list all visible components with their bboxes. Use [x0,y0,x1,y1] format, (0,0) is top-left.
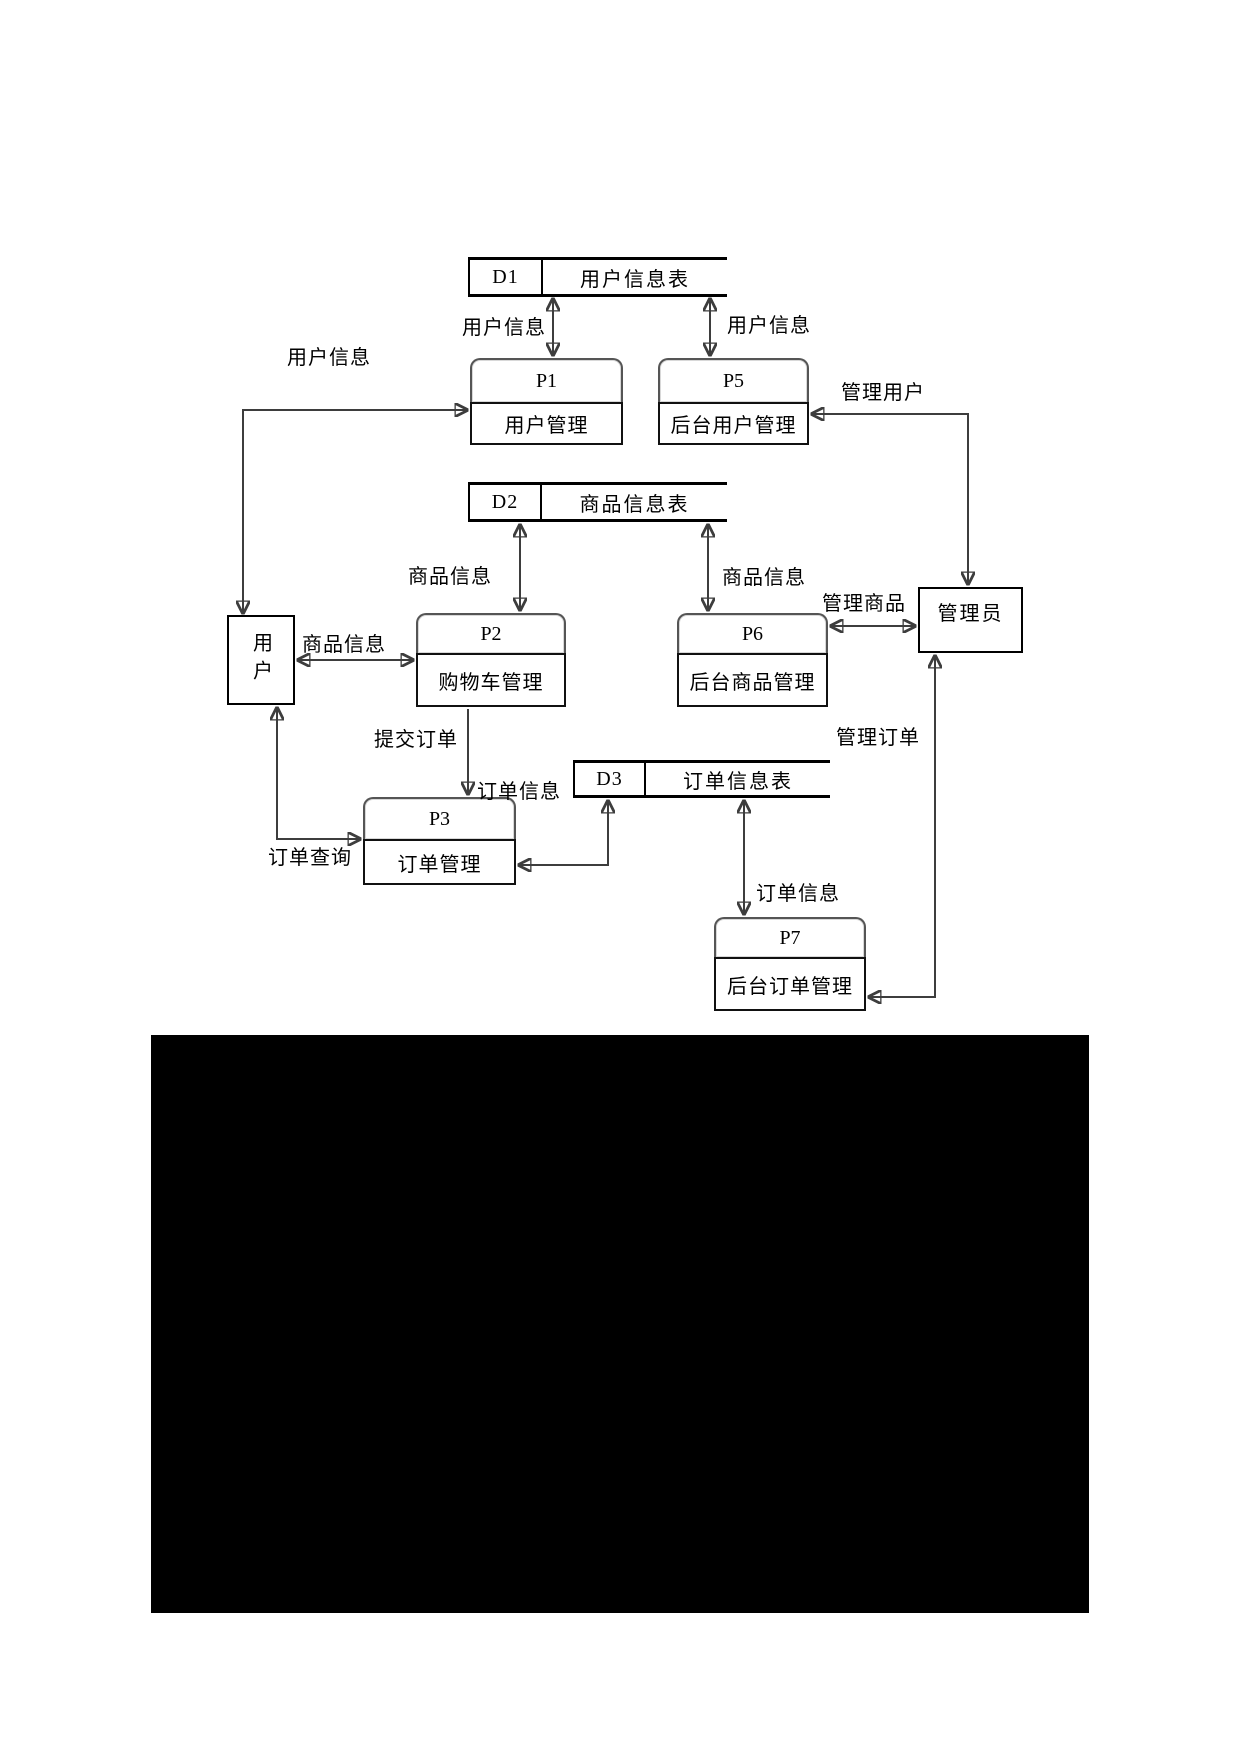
flow-label-order-info-p3-d3: 订单信息 [477,781,561,803]
process-p3-id: P3 [363,797,516,839]
flow-p3-d3 [519,801,608,865]
datastore-d2-label: 商品信息表 [579,493,690,516]
flow-admin-p7 [869,656,935,997]
entity-admin: 管理员 [918,587,1023,653]
datastore-d1: D1 用户信息表 [468,257,727,297]
process-p6-id: P6 [677,613,828,653]
datastore-d1-id: D1 [468,260,543,294]
datastore-d1-label: 用户信息表 [580,268,690,291]
process-p5: P5 后台用户管理 [658,358,809,445]
process-p7-label: 后台订单管理 [714,957,866,1011]
flow-label-product-info-d2-p6: 商品信息 [722,567,806,589]
flow-label-user-info-user-p1: 用户信息 [287,347,371,369]
flow-label-product-info-d2-p2: 商品信息 [408,566,492,588]
flow-label-manage-user: 管理用户 [841,382,925,404]
process-p6: P6 后台商品管理 [677,613,828,707]
datastore-d3-label: 订单信息表 [683,770,793,793]
process-p2-id: P2 [416,613,566,653]
flow-label-manage-order: 管理订单 [836,727,920,749]
flow-label-order-info-d3-p7: 订单信息 [756,883,840,905]
flow-user-p3 [277,708,360,839]
flow-label-submit-order: 提交订单 [374,729,458,751]
redacted-black-region [151,1035,1089,1613]
flow-label-product-info-user-p2: 商品信息 [302,634,386,656]
flow-label-user-info-d1-p1: 用户信息 [462,317,546,339]
flow-label-user-info-d1-p5: 用户信息 [727,315,811,337]
process-p6-label: 后台商品管理 [677,653,828,707]
datastore-d3-id: D3 [573,763,646,795]
flow-p5-admin [812,414,968,584]
entity-user: 用户 [227,615,295,705]
process-p3-label: 订单管理 [363,839,516,885]
process-p2-label: 购物车管理 [416,653,566,707]
process-p7: P7 后台订单管理 [714,917,866,1011]
process-p1-id: P1 [470,358,623,402]
flow-label-order-query: 订单查询 [268,847,352,869]
flow-label-manage-product: 管理商品 [822,593,906,615]
datastore-d3: D3 订单信息表 [573,760,830,798]
process-p2: P2 购物车管理 [416,613,566,707]
process-p5-id: P5 [658,358,809,402]
process-p3: P3 订单管理 [363,797,516,885]
datastore-d2-id: D2 [468,485,542,519]
process-p7-id: P7 [714,917,866,957]
datastore-d2: D2 商品信息表 [468,482,727,522]
process-p5-label: 后台用户管理 [658,402,809,445]
process-p1: P1 用户管理 [470,358,623,445]
process-p1-label: 用户管理 [470,402,623,445]
